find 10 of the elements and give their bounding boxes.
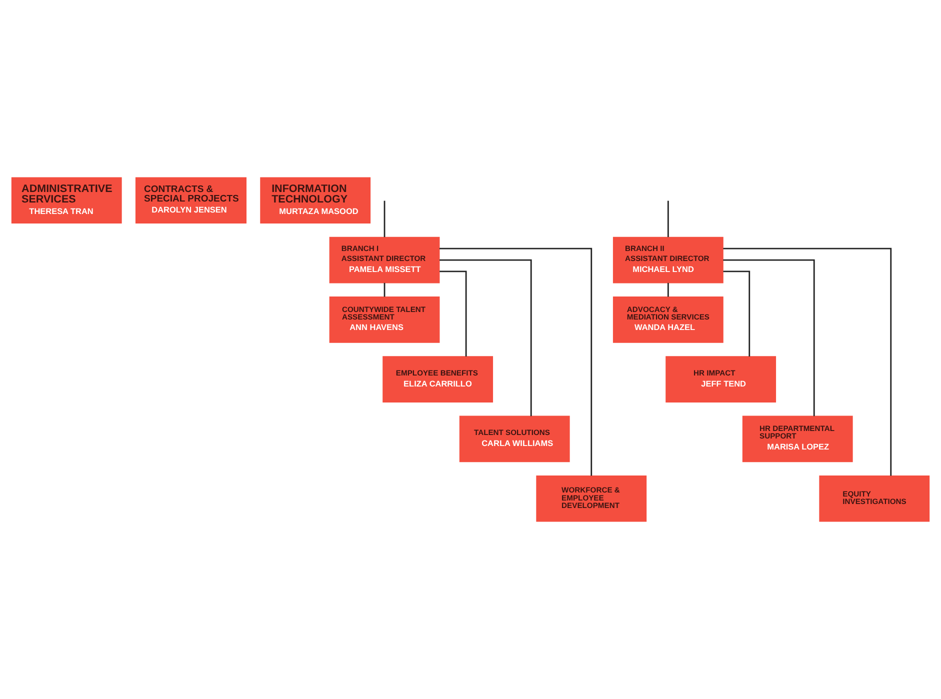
connector: [384, 282, 386, 297]
connector: [667, 200, 669, 238]
connector: [723, 270, 750, 356]
connector: [440, 259, 532, 416]
connector: [723, 259, 815, 416]
connector: [667, 282, 669, 297]
connector: [723, 248, 892, 476]
connector: [439, 248, 592, 476]
connector: [440, 270, 467, 356]
connector: [384, 200, 386, 238]
